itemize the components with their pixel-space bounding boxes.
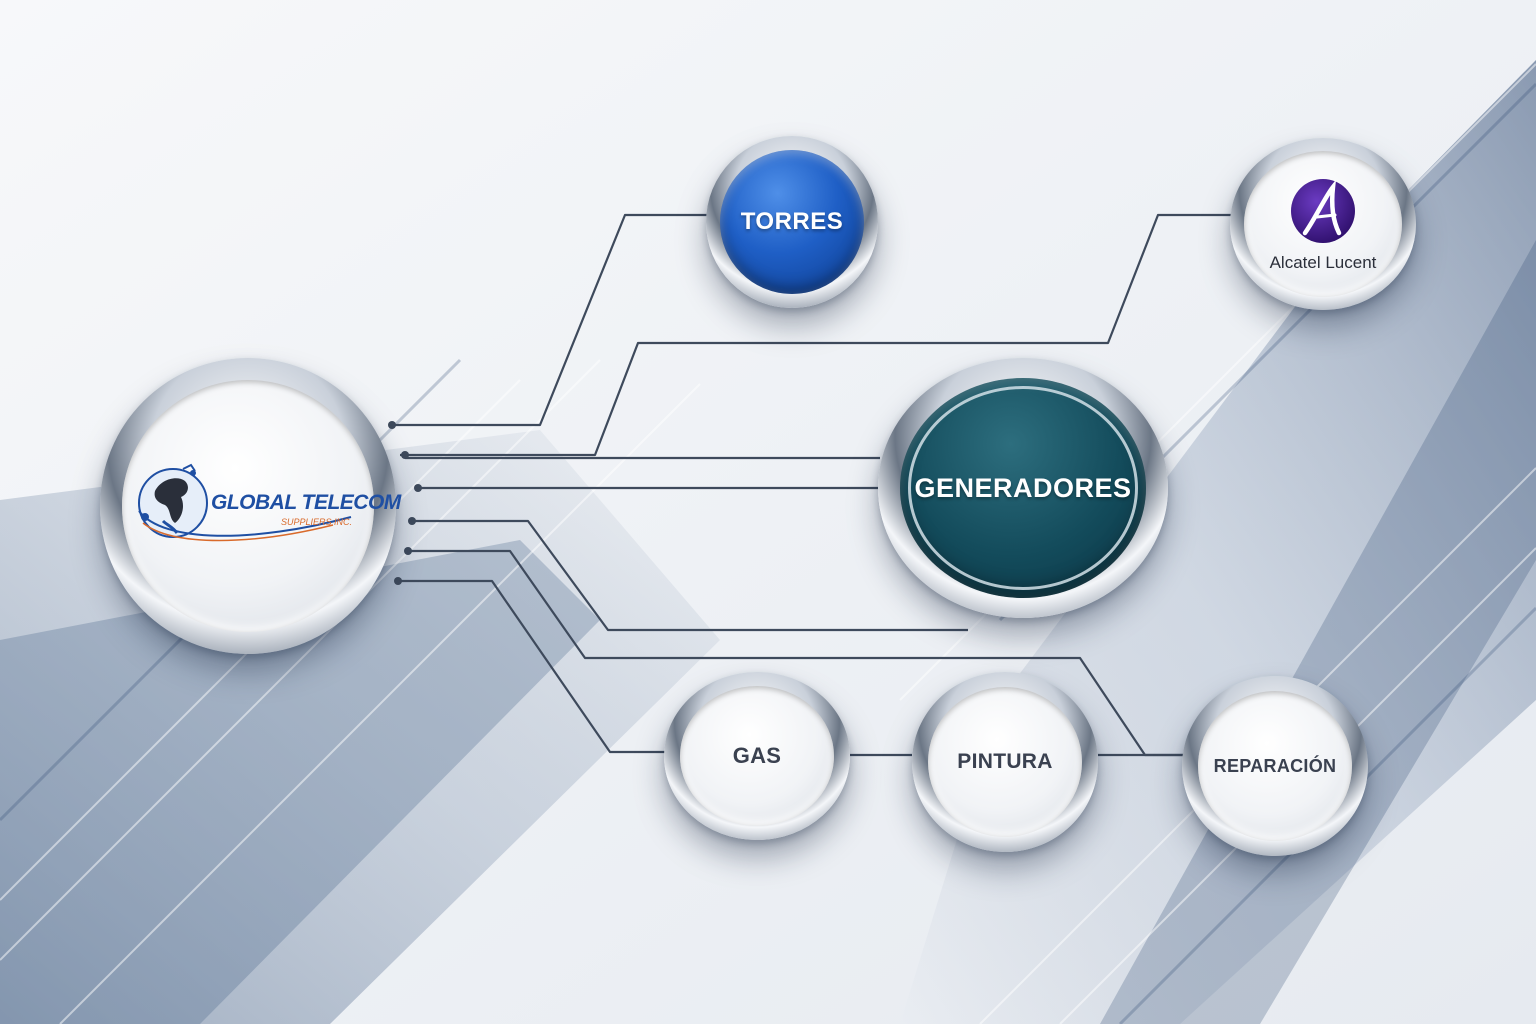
connector-dot (408, 517, 416, 525)
connector-dot (414, 484, 422, 492)
node-torres-face: TORRES (720, 150, 864, 294)
globe-icon (138, 463, 352, 542)
connector-torres (392, 213, 712, 427)
node-reparacion-label: REPARACIÓN (1213, 755, 1337, 776)
connector-alcatel (400, 213, 1232, 457)
node-reparacion[interactable]: REPARACIÓN (1182, 676, 1368, 856)
connector-generadores-c (412, 519, 968, 632)
node-pintura-label: PINTURA (957, 750, 1053, 773)
node-pintura-face: PINTURA (928, 687, 1082, 837)
connector-gas (398, 579, 668, 754)
node-torres-label: TORRES (740, 208, 844, 235)
node-gas-face: GAS (680, 686, 834, 826)
node-generadores-label: GENERADORES (914, 472, 1132, 503)
node-generadores[interactable]: GENERADORES (878, 358, 1168, 618)
hub-node-face: GLOBAL TELECOM SUPPLIERS INC. (122, 380, 401, 632)
node-torres[interactable]: TORRES (706, 136, 878, 308)
node-gas[interactable]: GAS (664, 672, 850, 840)
connector-dot (404, 547, 412, 555)
node-alcatel-lucent[interactable]: Alcatel Lucent (1230, 138, 1416, 310)
alcatel-lucent-name: Alcatel Lucent (1269, 253, 1377, 272)
node-alcatel-face: Alcatel Lucent (1244, 151, 1402, 297)
node-reparacion-face: REPARACIÓN (1198, 691, 1352, 841)
node-generadores-face: GENERADORES (900, 378, 1146, 598)
alcatel-a-icon (1287, 175, 1359, 247)
global-telecom-subtitle: SUPPLIERS INC. (281, 517, 353, 527)
hub-node-global-telecom[interactable]: GLOBAL TELECOM SUPPLIERS INC. (100, 358, 401, 654)
global-telecom-logo: GLOBAL TELECOM SUPPLIERS INC. (133, 451, 401, 561)
global-telecom-title: GLOBAL TELECOM (211, 491, 401, 514)
node-pintura[interactable]: PINTURA (912, 672, 1098, 852)
connector-dot (394, 577, 402, 585)
node-gas-label: GAS (732, 743, 782, 768)
connector-dot (401, 451, 409, 459)
connector-dot (388, 421, 396, 429)
